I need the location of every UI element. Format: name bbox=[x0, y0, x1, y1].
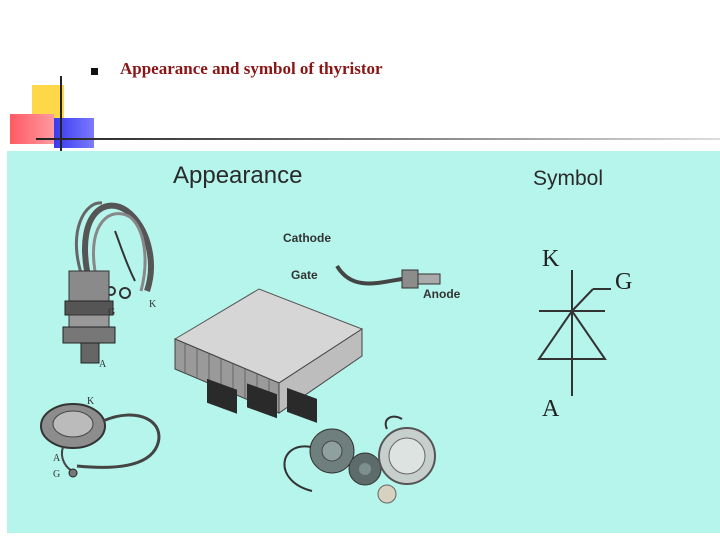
appearance-heading: Appearance bbox=[173, 162, 302, 189]
decor-horizontal-line bbox=[36, 138, 720, 140]
symbol-g-label: G bbox=[615, 269, 632, 295]
stud-label-a: A bbox=[99, 359, 107, 370]
capsule-devices-image bbox=[283, 415, 436, 504]
decor-yellow-square bbox=[32, 85, 64, 119]
disk-thyristor-image: K A G bbox=[40, 396, 161, 480]
thyristor-figure: Appearance Symbol G K A K A bbox=[7, 151, 720, 533]
power-module-image bbox=[173, 288, 364, 423]
gate-label: Gate bbox=[291, 268, 318, 282]
disk-label-a: A bbox=[53, 453, 61, 464]
stud-label-g: G bbox=[108, 307, 115, 318]
symbol-a-label: A bbox=[542, 396, 560, 422]
decor-vertical-line bbox=[60, 76, 62, 152]
thyristor-symbol: K G A bbox=[537, 246, 632, 422]
symbol-heading: Symbol bbox=[533, 167, 603, 190]
stud-label-k: K bbox=[149, 299, 157, 310]
disk-label-g: G bbox=[53, 469, 60, 480]
figure-canvas: Appearance Symbol G K A K A bbox=[40, 162, 632, 504]
stud-thyristor-image: G K A bbox=[62, 201, 157, 370]
symbol-k-label: K bbox=[542, 246, 560, 272]
cathode-label: Cathode bbox=[283, 231, 331, 245]
disk-label-k: K bbox=[87, 396, 95, 407]
slide-title: Appearance and symbol of thyristor bbox=[120, 59, 383, 78]
anode-label: Anode bbox=[423, 287, 461, 301]
leaded-thyristor-image: Cathode Gate Anode bbox=[283, 231, 461, 301]
bullet-icon bbox=[91, 68, 98, 75]
